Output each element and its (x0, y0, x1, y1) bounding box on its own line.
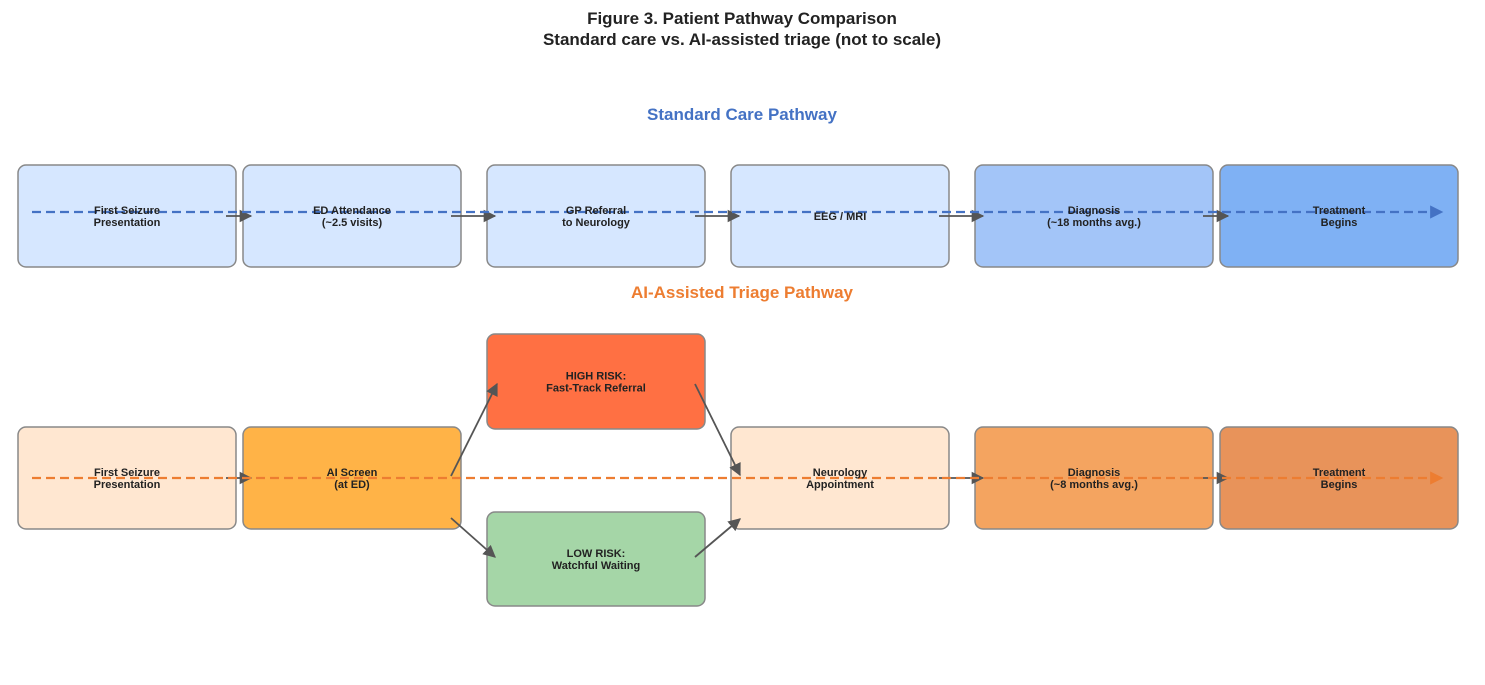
ai-arrow-from-high-risk (694, 383, 741, 477)
ai-neurology-label-2: Appointment (806, 479, 874, 491)
std-ed-attendance-label-1: ED Attendance (313, 205, 391, 217)
ai-treatment-label-2: Begins (1321, 479, 1358, 491)
figure-title: Figure 3. Patient Pathway Comparison (587, 9, 897, 28)
ai-diagnosis-label-1: Diagnosis (1068, 467, 1121, 479)
ai-low-risk-label-1: LOW RISK: (567, 548, 626, 560)
ai-low-risk-box (486, 511, 706, 607)
std-treatment-label-2: Begins (1321, 217, 1358, 229)
ai-high-risk-label-1: HIGH RISK: (566, 371, 627, 383)
ai-arrow-to-low-risk (450, 517, 496, 558)
std-eeg-mri-label-1: EEG / MRI (814, 211, 867, 223)
ai-arrow-to-high-risk (450, 382, 498, 477)
ai-screen-label-1: AI Screen (327, 467, 378, 479)
ai-neurology-label-1: Neurology (813, 467, 868, 479)
std-diagnosis-label-1: Diagnosis (1068, 205, 1121, 217)
ai-pathway-heading: AI-Assisted Triage Pathway (631, 283, 854, 302)
ai-first-seizure-label-1: First Seizure (94, 467, 160, 479)
std-first-seizure-label-2: Presentation (94, 217, 161, 229)
figure-subtitle: Standard care vs. AI-assisted triage (no… (543, 30, 941, 49)
std-treatment-label-1: Treatment (1313, 205, 1366, 217)
ai-arrow-from-low-risk (694, 518, 741, 558)
std-ed-attendance-label-2: (~2.5 visits) (322, 217, 383, 229)
ai-first-seizure-label-2: Presentation (94, 479, 161, 491)
timeline-lines (32, 205, 1444, 485)
std-first-seizure-label-1: First Seizure (94, 205, 160, 217)
std-gp-referral-label-2: to Neurology (562, 217, 631, 229)
std-gp-referral-label-1: GP Referral (566, 205, 626, 217)
ai-diagnosis-label-2: (~8 months avg.) (1050, 479, 1138, 491)
ai-treatment-label-1: Treatment (1313, 467, 1366, 479)
std-diagnosis-label-2: (~18 months avg.) (1047, 217, 1141, 229)
ai-low-risk-label-2: Watchful Waiting (552, 560, 640, 572)
ai-high-risk-label-2: Fast-Track Referral (546, 383, 646, 395)
ai-screen-label-2: (at ED) (334, 479, 370, 491)
pathway-boxes (17, 164, 1459, 607)
standard-pathway-heading: Standard Care Pathway (647, 105, 837, 124)
ai-high-risk-box (486, 333, 706, 430)
